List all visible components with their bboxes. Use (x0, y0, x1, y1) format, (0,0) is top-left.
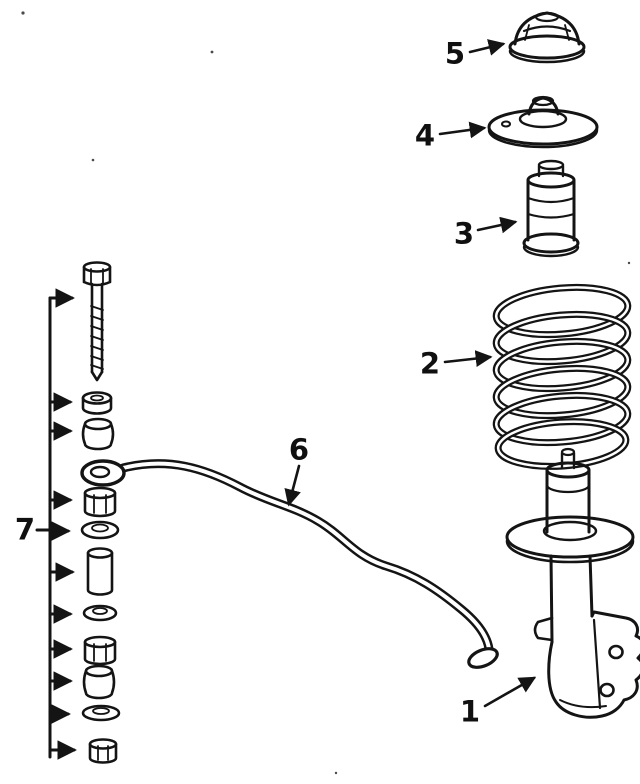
callout-bracket (35, 288, 77, 760)
callout-2: 2 (419, 346, 441, 381)
stabilizer-bar-drawing (80, 459, 499, 669)
link-hardware-drawing (80, 261, 121, 764)
nut-lower-drawing (83, 635, 117, 666)
callout-4: 4 (414, 118, 436, 153)
washer-mid-drawing (82, 604, 118, 622)
callout-1: 1 (459, 694, 481, 729)
bolt-drawing (82, 261, 112, 382)
callout-3: 3 (453, 216, 475, 251)
washer-flat-drawing (81, 704, 121, 722)
callout-6: 6 (288, 432, 310, 467)
scan-noise (21, 11, 631, 775)
flange-nut-drawing (81, 391, 113, 415)
washer-dished-drawing (80, 520, 120, 540)
bushing-upper-drawing (81, 417, 115, 451)
callout-arrows (284, 39, 537, 708)
spacer-sleeve-drawing (86, 547, 114, 596)
strut-assembly-drawing (505, 447, 640, 719)
callout-5: 5 (444, 36, 466, 71)
dust-boot-drawing (522, 159, 580, 258)
coil-spring-drawing (492, 283, 632, 470)
strut-mount-cap-drawing (508, 11, 586, 64)
callout-7: 7 (14, 512, 36, 547)
upper-spring-seat-drawing (487, 95, 599, 149)
bushing-lower-drawing (82, 664, 116, 700)
nut-end-drawing (88, 738, 118, 764)
nut-upper-drawing (83, 486, 117, 518)
